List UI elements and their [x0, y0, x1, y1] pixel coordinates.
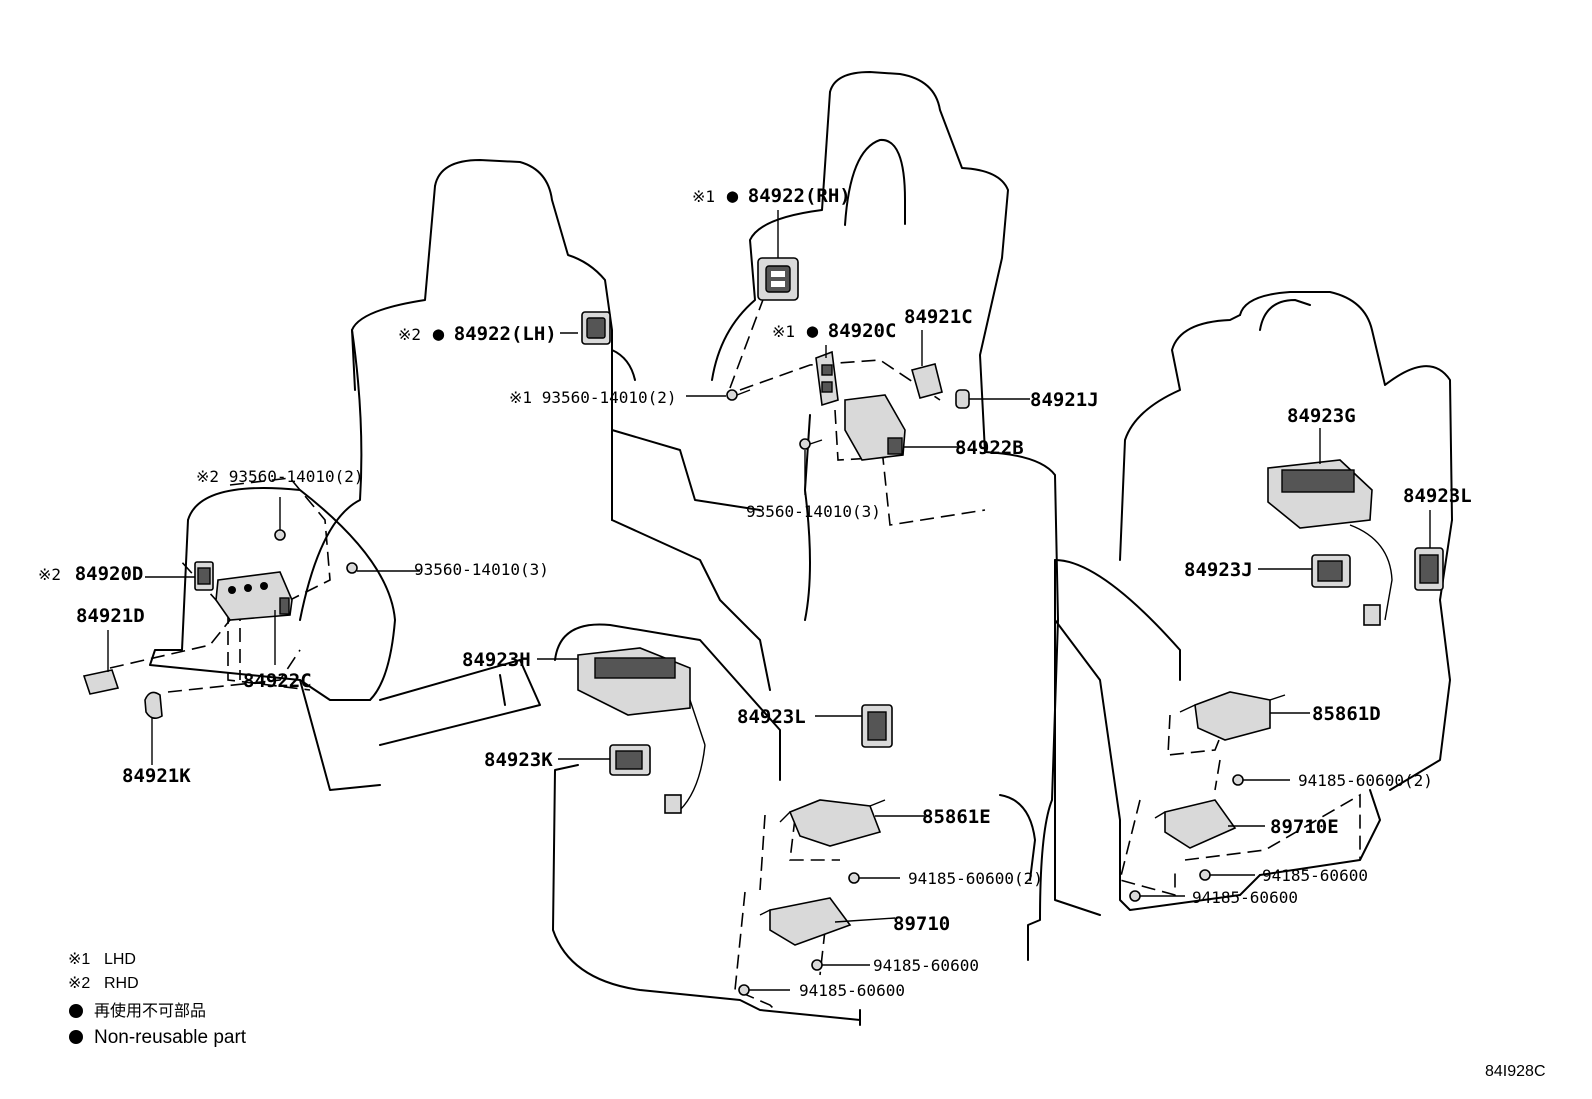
module-89710e-drawing: [1154, 799, 1237, 849]
switch-84923k-drawing: [609, 744, 682, 814]
diagram-code: 84I928C: [1485, 1063, 1546, 1080]
label-84923h: 84923H: [462, 649, 531, 671]
label-84921j: 84921J: [1030, 389, 1099, 411]
switch-84920d-drawing: [194, 561, 214, 591]
legend-dot-2: [69, 1030, 83, 1044]
switch-84922rh-drawing: [757, 257, 799, 301]
legend-rhd: ※2 RHD: [68, 973, 139, 992]
label-93560-3-center: 93560-14010(3): [746, 502, 881, 521]
label-89710: 89710: [893, 913, 950, 935]
left-seat-outline: [149, 159, 636, 791]
label-84922b: 84922B: [955, 437, 1024, 459]
label-84921k: 84921K: [122, 765, 191, 787]
switch-84923j-drawing: [1311, 554, 1381, 626]
label-94185-b: 94185-60600: [799, 981, 905, 1000]
clip-84921j-drawing: [955, 389, 970, 409]
screws-center-drawing: [726, 389, 823, 450]
nuts-drawing: [738, 774, 1244, 996]
part-labels: ※1 ● 84922(RH) ※2 ● 84922(LH) ※1 ● 84920…: [38, 185, 1472, 1000]
part-sketches: [82, 257, 1444, 996]
module-85861e-drawing: [779, 799, 886, 847]
label-84920d: ※2 84920D: [38, 563, 143, 585]
label-89710e: 89710E: [1270, 816, 1339, 838]
label-84923k: 84923K: [484, 749, 553, 771]
label-93560-2-rhd: ※2 93560-14010(2): [196, 467, 364, 486]
legend-dot-1: [69, 1004, 83, 1018]
legend: ※1 LHD ※2 RHD 再使用不可部品 Non-reusable part: [68, 949, 247, 1048]
bracket-84920c-drawing: [815, 350, 839, 407]
label-84923l-b: 84923L: [1403, 485, 1472, 507]
module-85861d-drawing: [1179, 691, 1286, 741]
label-84923j: 84923J: [1184, 559, 1253, 581]
switch-84923l-b-drawing: [1414, 547, 1444, 591]
switch-84923h-drawing: [577, 647, 706, 811]
switch-84923l-a-drawing: [861, 704, 893, 748]
label-84922lh: ※2 ● 84922(LH): [398, 323, 557, 345]
label-84920c: ※1 ● 84920C: [772, 320, 896, 342]
cover-84921k-drawing: [144, 691, 163, 720]
label-94185-a: 94185-60600: [873, 956, 979, 975]
label-84923g: 84923G: [1287, 405, 1356, 427]
label-84922rh: ※1 ● 84922(RH): [692, 185, 851, 207]
center-seat-outline: [552, 71, 1059, 1026]
label-93560-3-left: 93560-14010(3): [414, 560, 549, 579]
label-85861d: 85861D: [1312, 703, 1381, 725]
switch-84922lh-drawing: [581, 311, 611, 345]
switch-84922c-drawing: [215, 571, 293, 621]
label-84922c: 84922C: [243, 670, 312, 692]
label-94185-d: 94185-60600: [1192, 888, 1298, 907]
leader-lines: [107, 210, 1431, 991]
label-94185-2-center: 94185-60600(2): [908, 869, 1043, 888]
switch-84923g-drawing: [1267, 459, 1393, 621]
label-85861e: 85861E: [922, 806, 991, 828]
right-seat-outline: [1054, 291, 1453, 916]
legend-nonreusable-jp: 再使用不可部品: [94, 1002, 206, 1020]
label-94185-2-right: 94185-60600(2): [1298, 771, 1433, 790]
legend-nonreusable-en: Non-reusable part: [94, 1027, 247, 1048]
label-94185-c: 94185-60600: [1262, 866, 1368, 885]
cover-84921d-drawing: [82, 669, 120, 695]
label-84923l-a: 84923L: [737, 706, 806, 728]
switch-84922b-drawing: [844, 394, 906, 461]
screws-left-drawing: [274, 529, 358, 574]
module-89710-drawing: [759, 897, 852, 946]
label-84921d: 84921D: [76, 605, 145, 627]
label-93560-2-lhd: ※1 93560-14010(2): [509, 388, 677, 407]
label-84921c: 84921C: [904, 306, 973, 328]
cover-84921c-drawing: [911, 363, 943, 399]
legend-lhd: ※1 LHD: [68, 949, 136, 968]
dashed-guides: [109, 296, 1361, 1011]
